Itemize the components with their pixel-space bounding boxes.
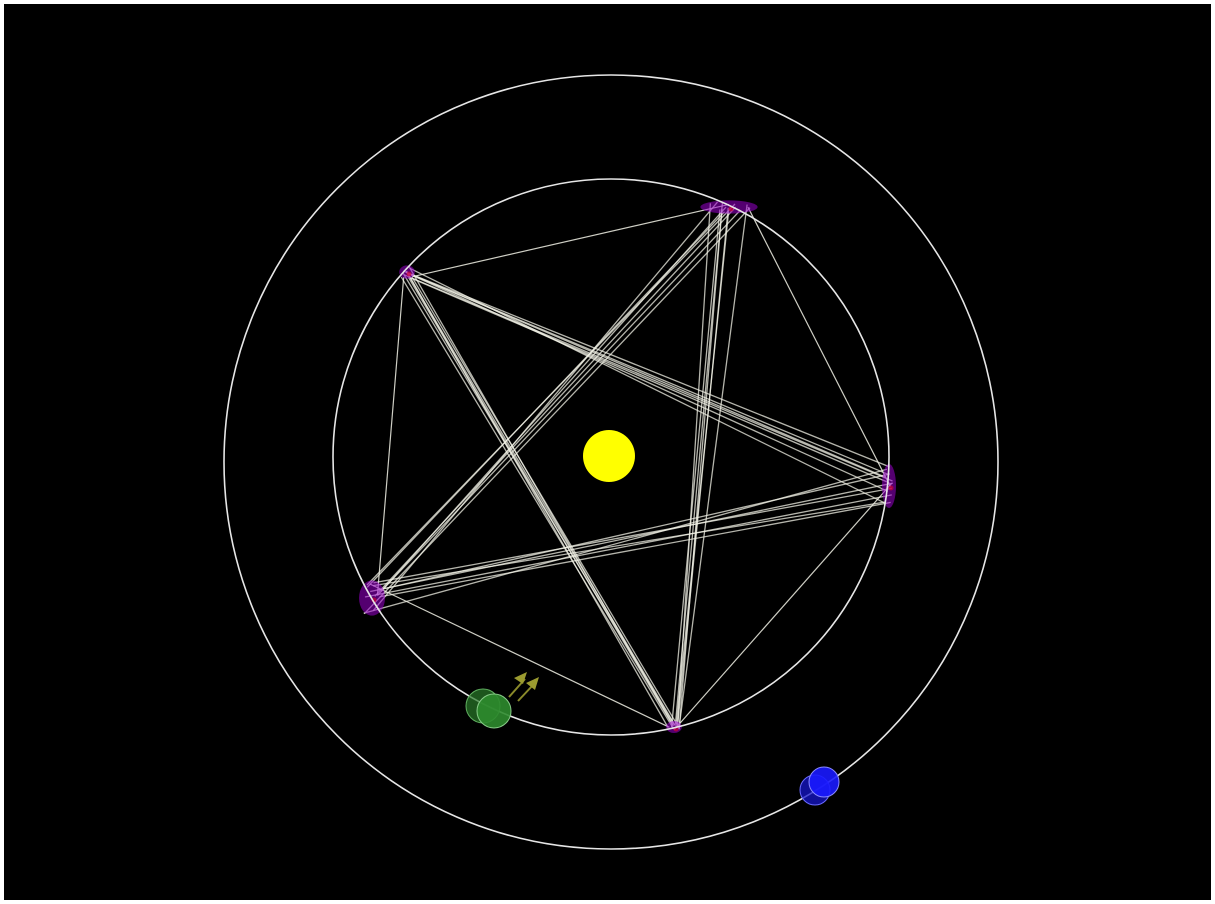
sun [583, 430, 635, 482]
chord-endpoint-dot [407, 272, 412, 277]
chord-endpoint-glow [700, 200, 757, 213]
inner-planet-body [477, 694, 511, 728]
orbit-scene [4, 4, 1211, 900]
chord-endpoint-dot [889, 486, 894, 491]
outer-planet-body [809, 767, 839, 797]
